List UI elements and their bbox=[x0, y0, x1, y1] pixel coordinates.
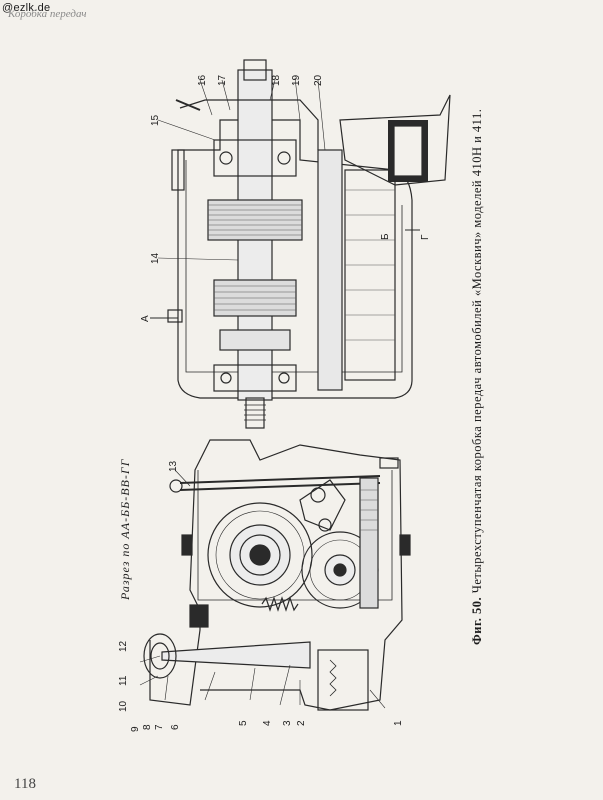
callout-12: 12 bbox=[118, 640, 129, 652]
callout-2: 2 bbox=[296, 720, 307, 726]
callout-3: 3 bbox=[282, 720, 293, 726]
callout-4: 4 bbox=[262, 720, 273, 726]
callout-19: 19 bbox=[291, 74, 302, 86]
figure-caption-text: Четырехступенчатая коробка передач автом… bbox=[470, 108, 484, 594]
callout-14: 14 bbox=[150, 252, 161, 264]
callout-11: 11 bbox=[118, 675, 129, 686]
section-label: Разрез по АА-ББ-ВВ-ГГ bbox=[118, 458, 132, 600]
section-mark-a: А bbox=[140, 315, 151, 322]
callout-9: 9 bbox=[130, 726, 141, 732]
callout-6: 6 bbox=[170, 724, 181, 730]
running-head: Коробка передач bbox=[8, 8, 87, 20]
callout-15: 15 bbox=[150, 114, 161, 126]
page-number: 118 bbox=[14, 776, 36, 792]
callout-10: 10 bbox=[118, 700, 129, 712]
section-mark-g: Г bbox=[420, 234, 431, 240]
callout-18: 18 bbox=[271, 74, 282, 86]
cross-section bbox=[143, 439, 411, 711]
section-mark-b: Б bbox=[380, 233, 391, 240]
figure-number: Фиг. 50. bbox=[470, 596, 484, 645]
callout-5: 5 bbox=[238, 720, 249, 726]
watermark: @ezlk.de bbox=[2, 2, 51, 14]
figure-caption: Фиг. 50. Четырехступенчатая коробка пере… bbox=[470, 109, 485, 645]
callout-8: 8 bbox=[142, 724, 153, 730]
callout-1: 1 bbox=[393, 720, 404, 726]
callout-13: 13 bbox=[168, 460, 179, 472]
callout-17: 17 bbox=[217, 74, 228, 86]
callout-7: 7 bbox=[154, 724, 165, 730]
longitudinal-section bbox=[167, 59, 451, 429]
callout-16: 16 bbox=[197, 74, 208, 86]
callout-20: 20 bbox=[313, 74, 324, 86]
